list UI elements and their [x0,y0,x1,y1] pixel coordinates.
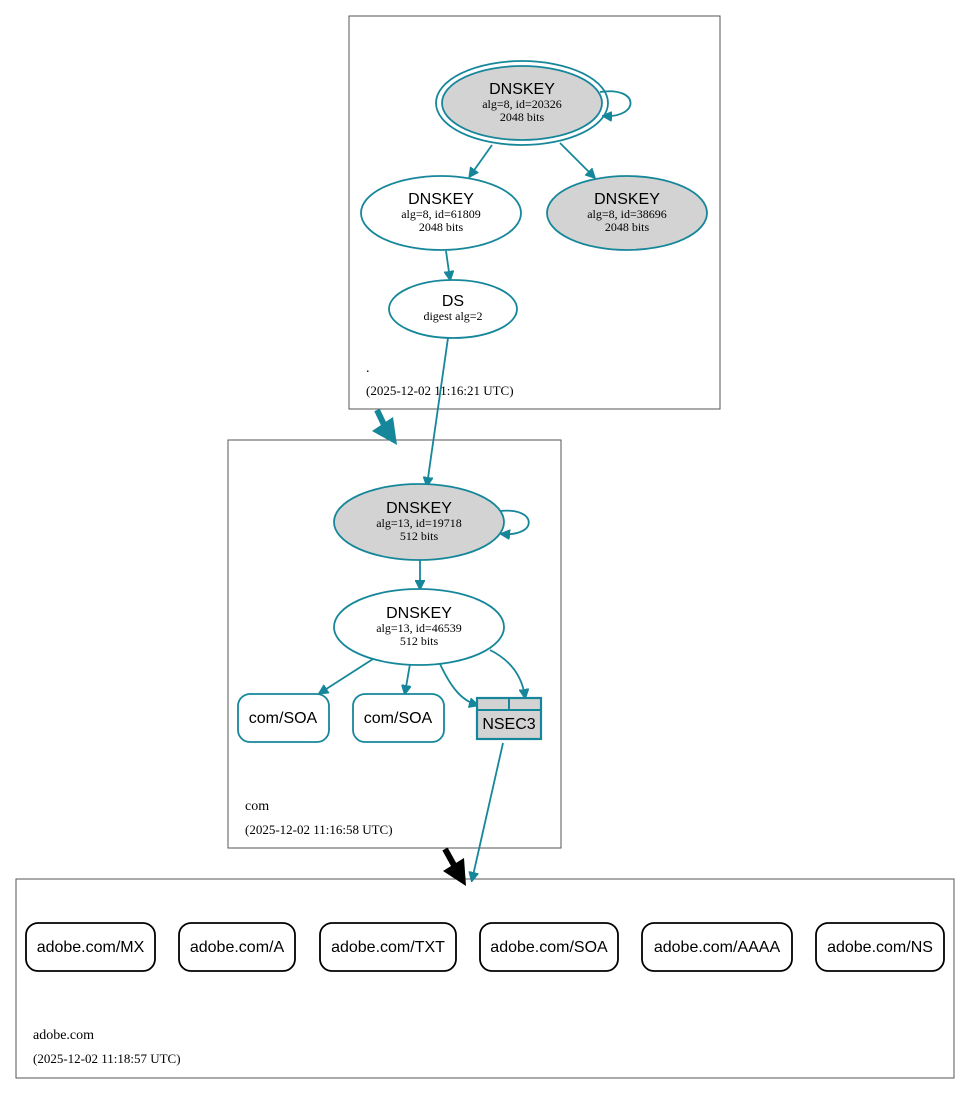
com-zsk-title: DNSKEY [386,605,452,622]
adobe-record-label: adobe.com/SOA [490,939,608,956]
adobe-record-node[interactable]: adobe.com/NS [815,922,945,972]
root-zsk-title: DNSKEY [408,191,474,208]
root-ksk-title: DNSKEY [489,81,555,98]
root-zsk-alg: alg=8, id=61809 [401,207,481,221]
com-zsk-alg: alg=13, id=46539 [376,621,462,635]
root-zsk-node[interactable]: DNSKEY alg=8, id=61809 2048 bits [360,175,522,251]
root-ksk-to-key3-edge [559,142,594,177]
root-zone-name: . [366,361,370,376]
adobe-record-node[interactable]: adobe.com/TXT [319,922,457,972]
adobe-record-node[interactable]: adobe.com/MX [25,922,156,972]
adobe-record-node[interactable]: adobe.com/A [178,922,296,972]
root-key3-title: DNSKEY [594,191,660,208]
com-to-adobe-delegation-arrow [442,847,466,886]
com-soa-2-label: com/SOA [364,710,433,727]
adobe-record-box [319,922,457,972]
ds-to-com-ksk-edge [427,337,449,485]
root-ksk-alg: alg=8, id=20326 [482,97,562,111]
root-key3-alg: alg=8, id=38696 [587,207,667,221]
adobe-record-box [815,922,945,972]
root-ksk-self-edge [599,90,632,116]
root-to-com-delegation-arrow [372,408,397,445]
adobe-record-label: adobe.com/MX [37,939,145,956]
com-ds-node[interactable]: DS digest alg=2 [388,279,518,339]
com-ksk-title: DNSKEY [386,500,452,517]
com-zone-timestamp: (2025-12-02 11:16:58 UTC) [245,822,393,837]
root-ksk-bits: 2048 bits [500,110,545,124]
adobe-record-node[interactable]: adobe.com/AAAA [641,922,793,972]
root-key3-node[interactable]: DNSKEY alg=8, id=38696 2048 bits [546,175,708,251]
root-zsk-to-ds-edge [446,250,450,279]
com-zsk-to-nsec3-edge-2 [489,649,525,697]
com-zsk-to-soa1-edge [320,658,374,693]
root-zsk-bits: 2048 bits [419,220,464,234]
adobe-zone-name: adobe.com [33,1028,94,1043]
com-zone-name: com [245,799,269,814]
com-soa-node-1[interactable]: com/SOA [237,693,330,743]
com-ds-digest: digest alg=2 [423,309,482,323]
nsec3-node[interactable]: NSEC3 [475,696,543,741]
adobe-record-label: adobe.com/NS [827,939,933,956]
com-ksk-alg: alg=13, id=19718 [376,516,462,530]
com-ksk-self-edge [500,509,530,535]
adobe-zone-box [15,878,955,1079]
adobe-record-label: adobe.com/A [190,939,285,956]
root-ksk-to-zsk-edge [470,144,493,176]
adobe-record-box [25,922,156,972]
root-ksk-node[interactable]: DNSKEY alg=8, id=20326 2048 bits [435,60,609,146]
adobe-record-label: adobe.com/AAAA [654,939,781,956]
root-key3-bits: 2048 bits [605,220,650,234]
adobe-records-group: adobe.com/MX adobe.com/A adobe.com/TXT adob… [25,922,945,972]
adobe-record-label: adobe.com/TXT [331,939,445,956]
nsec3-to-adobe-edge [472,742,504,880]
com-zsk-node[interactable]: DNSKEY alg=13, id=46539 512 bits [333,588,505,666]
com-soa-1-label: com/SOA [249,710,318,727]
adobe-record-node[interactable]: adobe.com/SOA [479,922,619,972]
com-ksk-bits: 512 bits [400,529,439,543]
nsec3-label: NSEC3 [482,716,535,733]
com-zsk-to-nsec3-edge-1 [439,663,477,705]
com-ds-title: DS [442,293,464,310]
adobe-zone-timestamp: (2025-12-02 11:18:57 UTC) [33,1051,181,1066]
com-soa-node-2[interactable]: com/SOA [352,693,445,743]
adobe-record-box [178,922,296,972]
com-zsk-bits: 512 bits [400,634,439,648]
com-ksk-node[interactable]: DNSKEY alg=13, id=19718 512 bits [333,483,505,561]
adobe-record-box [641,922,793,972]
com-zsk-to-soa2-edge [405,663,410,693]
adobe-record-box [479,922,619,972]
